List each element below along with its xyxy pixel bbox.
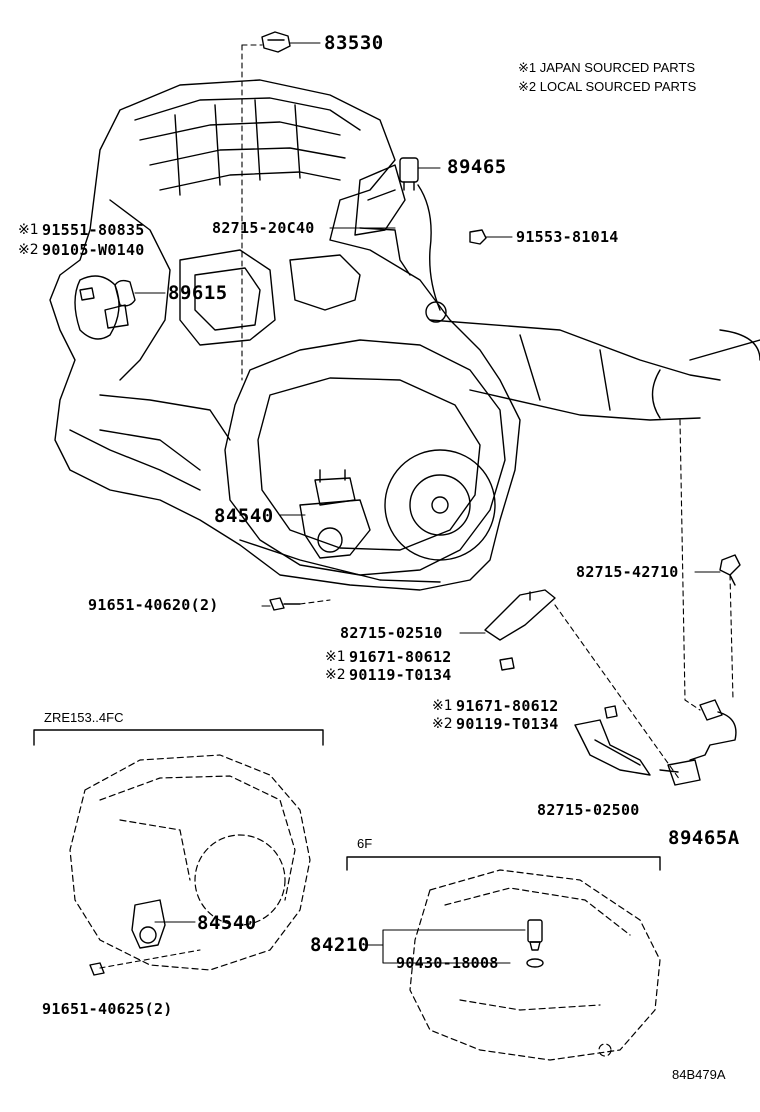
label-91551-80835[interactable]: 91551-80835	[42, 221, 145, 239]
note-japan-sourced: ※1 JAPAN SOURCED PARTS	[518, 60, 696, 75]
label-83530[interactable]: 83530	[324, 32, 384, 54]
mark-2-90105: ※2	[18, 242, 39, 258]
sixf-group-bracket	[346, 856, 661, 871]
transaxle-4fc-drawing	[69, 754, 311, 971]
part-89615-drawing	[104, 279, 136, 329]
label-90119-T0134-b[interactable]: 90119-T0134	[456, 715, 559, 733]
label-91651-40620[interactable]: 91651-40620(2)	[88, 596, 219, 614]
mark-1-91551: ※1	[18, 222, 39, 238]
label-89465[interactable]: 89465	[447, 156, 507, 178]
label-91671-80612-a[interactable]: 91671-80612	[349, 648, 452, 666]
label-90119-T0134-a[interactable]: 90119-T0134	[349, 666, 452, 684]
part-84210-drawing	[526, 919, 544, 968]
mark-1-91671-b: ※1	[432, 698, 453, 714]
label-82715-42710[interactable]: 82715-42710	[576, 563, 679, 581]
label-89615[interactable]: 89615	[168, 282, 228, 304]
diagram-id: 84B479A	[672, 1067, 726, 1082]
engine-assembly-drawing	[49, 79, 521, 591]
part-84540-top-drawing	[299, 469, 371, 559]
label-82715-02500[interactable]: 82715-02500	[537, 801, 640, 819]
label-91651-40625[interactable]: 91651-40625(2)	[42, 1000, 173, 1018]
bolts-drawing	[79, 229, 618, 976]
group-label-6f: 6F	[357, 836, 373, 851]
label-90430-18008[interactable]: 90430-18008	[396, 954, 499, 972]
group-label-zre153: ZRE153..4FC	[44, 710, 124, 725]
mark-2-90119-b: ※2	[432, 716, 453, 732]
transaxle-6f-drawing	[409, 869, 661, 1061]
label-90105-W0140[interactable]: 90105-W0140	[42, 241, 145, 259]
label-91671-80612-b[interactable]: 91671-80612	[456, 697, 559, 715]
note-local-sourced: ※2 LOCAL SOURCED PARTS	[518, 79, 697, 94]
part-82715-42710-drawing	[719, 554, 741, 586]
part-83530-drawing	[261, 31, 291, 53]
label-84210[interactable]: 84210	[310, 934, 370, 956]
label-91553-81014[interactable]: 91553-81014	[516, 228, 619, 246]
exhaust-pipe-drawing	[429, 319, 760, 421]
part-84540-bottom-drawing	[131, 899, 166, 949]
label-89465A[interactable]: 89465A	[668, 827, 740, 849]
label-82715-20C40[interactable]: 82715-20C40	[212, 219, 315, 237]
dashed-leaders	[99, 44, 734, 969]
mark-2-90119-a: ※2	[325, 667, 346, 683]
leader-lines	[134, 42, 721, 964]
label-82715-02510[interactable]: 82715-02510	[340, 624, 443, 642]
label-84540-bottom[interactable]: 84540	[197, 912, 257, 934]
part-89465A-drawing	[659, 699, 737, 786]
brackets-drawing	[484, 589, 651, 776]
zre-group-bracket	[33, 729, 324, 746]
mark-1-91671-a: ※1	[325, 649, 346, 665]
label-84540-top[interactable]: 84540	[214, 505, 274, 527]
part-89465-drawing	[354, 157, 447, 323]
